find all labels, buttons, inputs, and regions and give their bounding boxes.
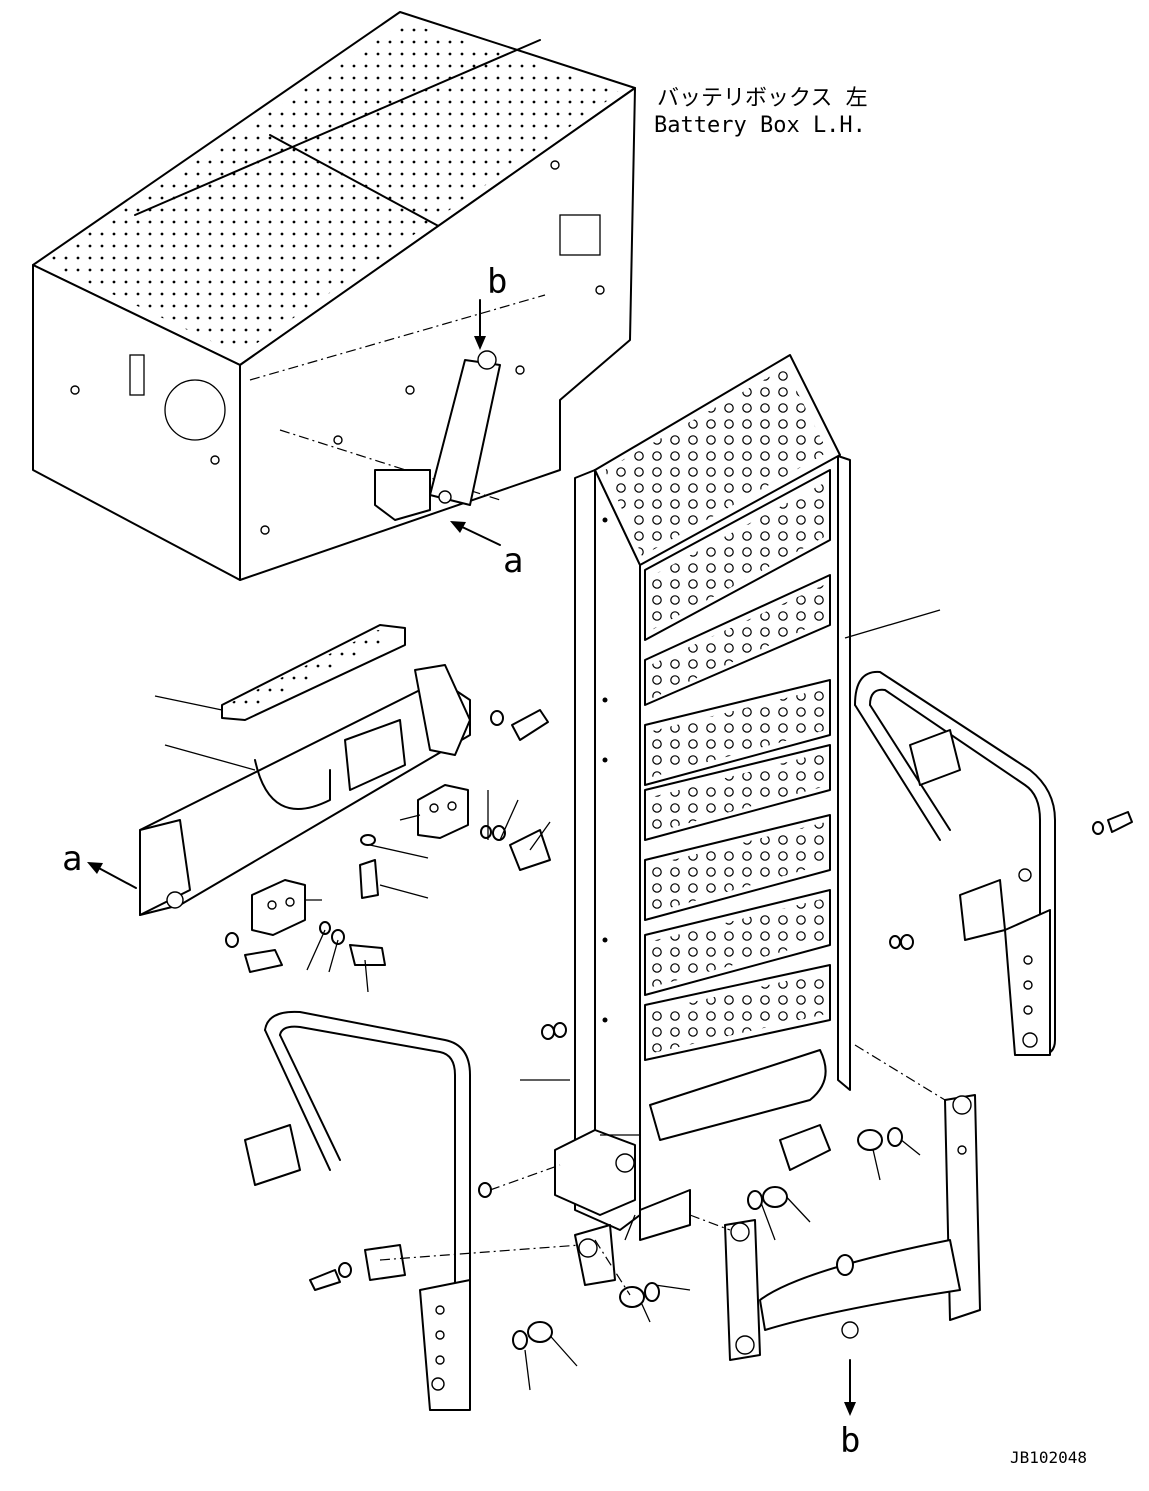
ladder-left-rail	[574, 469, 641, 1231]
ladder-lower-bracket	[574, 1224, 616, 1286]
view-b-label-top: b	[487, 262, 507, 302]
swing-frame-left-arm	[724, 1219, 761, 1361]
swing-frame	[379, 1022, 981, 1361]
drawing-number: JB102048	[1010, 1448, 1087, 1467]
spacer-blocks	[251, 784, 469, 936]
handrail-right-mount	[909, 729, 961, 786]
view-a-arrow-top: a	[450, 521, 523, 581]
view-a-arrow-left: a	[62, 839, 137, 889]
step-bracket	[139, 664, 471, 916]
bolts-and-washers-left	[225, 709, 551, 973]
handrail-left	[244, 1010, 492, 1411]
title-block: バッテリボックス 左 Battery Box L.H.	[654, 86, 868, 138]
handrail-left-mount	[244, 1124, 301, 1186]
ladder-assembly	[554, 354, 851, 1286]
title-japanese: バッテリボックス 左	[657, 86, 868, 111]
step-plate	[221, 624, 406, 721]
view-b-label-bottom: b	[840, 1421, 860, 1461]
view-a-label-left: a	[62, 839, 82, 879]
title-english: Battery Box L.H.	[654, 113, 866, 138]
view-a-label-top: a	[503, 541, 523, 581]
handrail-right	[854, 670, 1133, 1056]
ladder-hinge-block	[554, 1129, 636, 1216]
view-b-arrow-top: b	[474, 262, 507, 350]
battery-box	[32, 11, 636, 581]
battery-box-side	[239, 87, 636, 581]
ladder-right-rail	[837, 455, 851, 1091]
ladder-steps	[644, 469, 831, 1141]
view-b-arrow-bottom: b	[840, 1359, 860, 1461]
